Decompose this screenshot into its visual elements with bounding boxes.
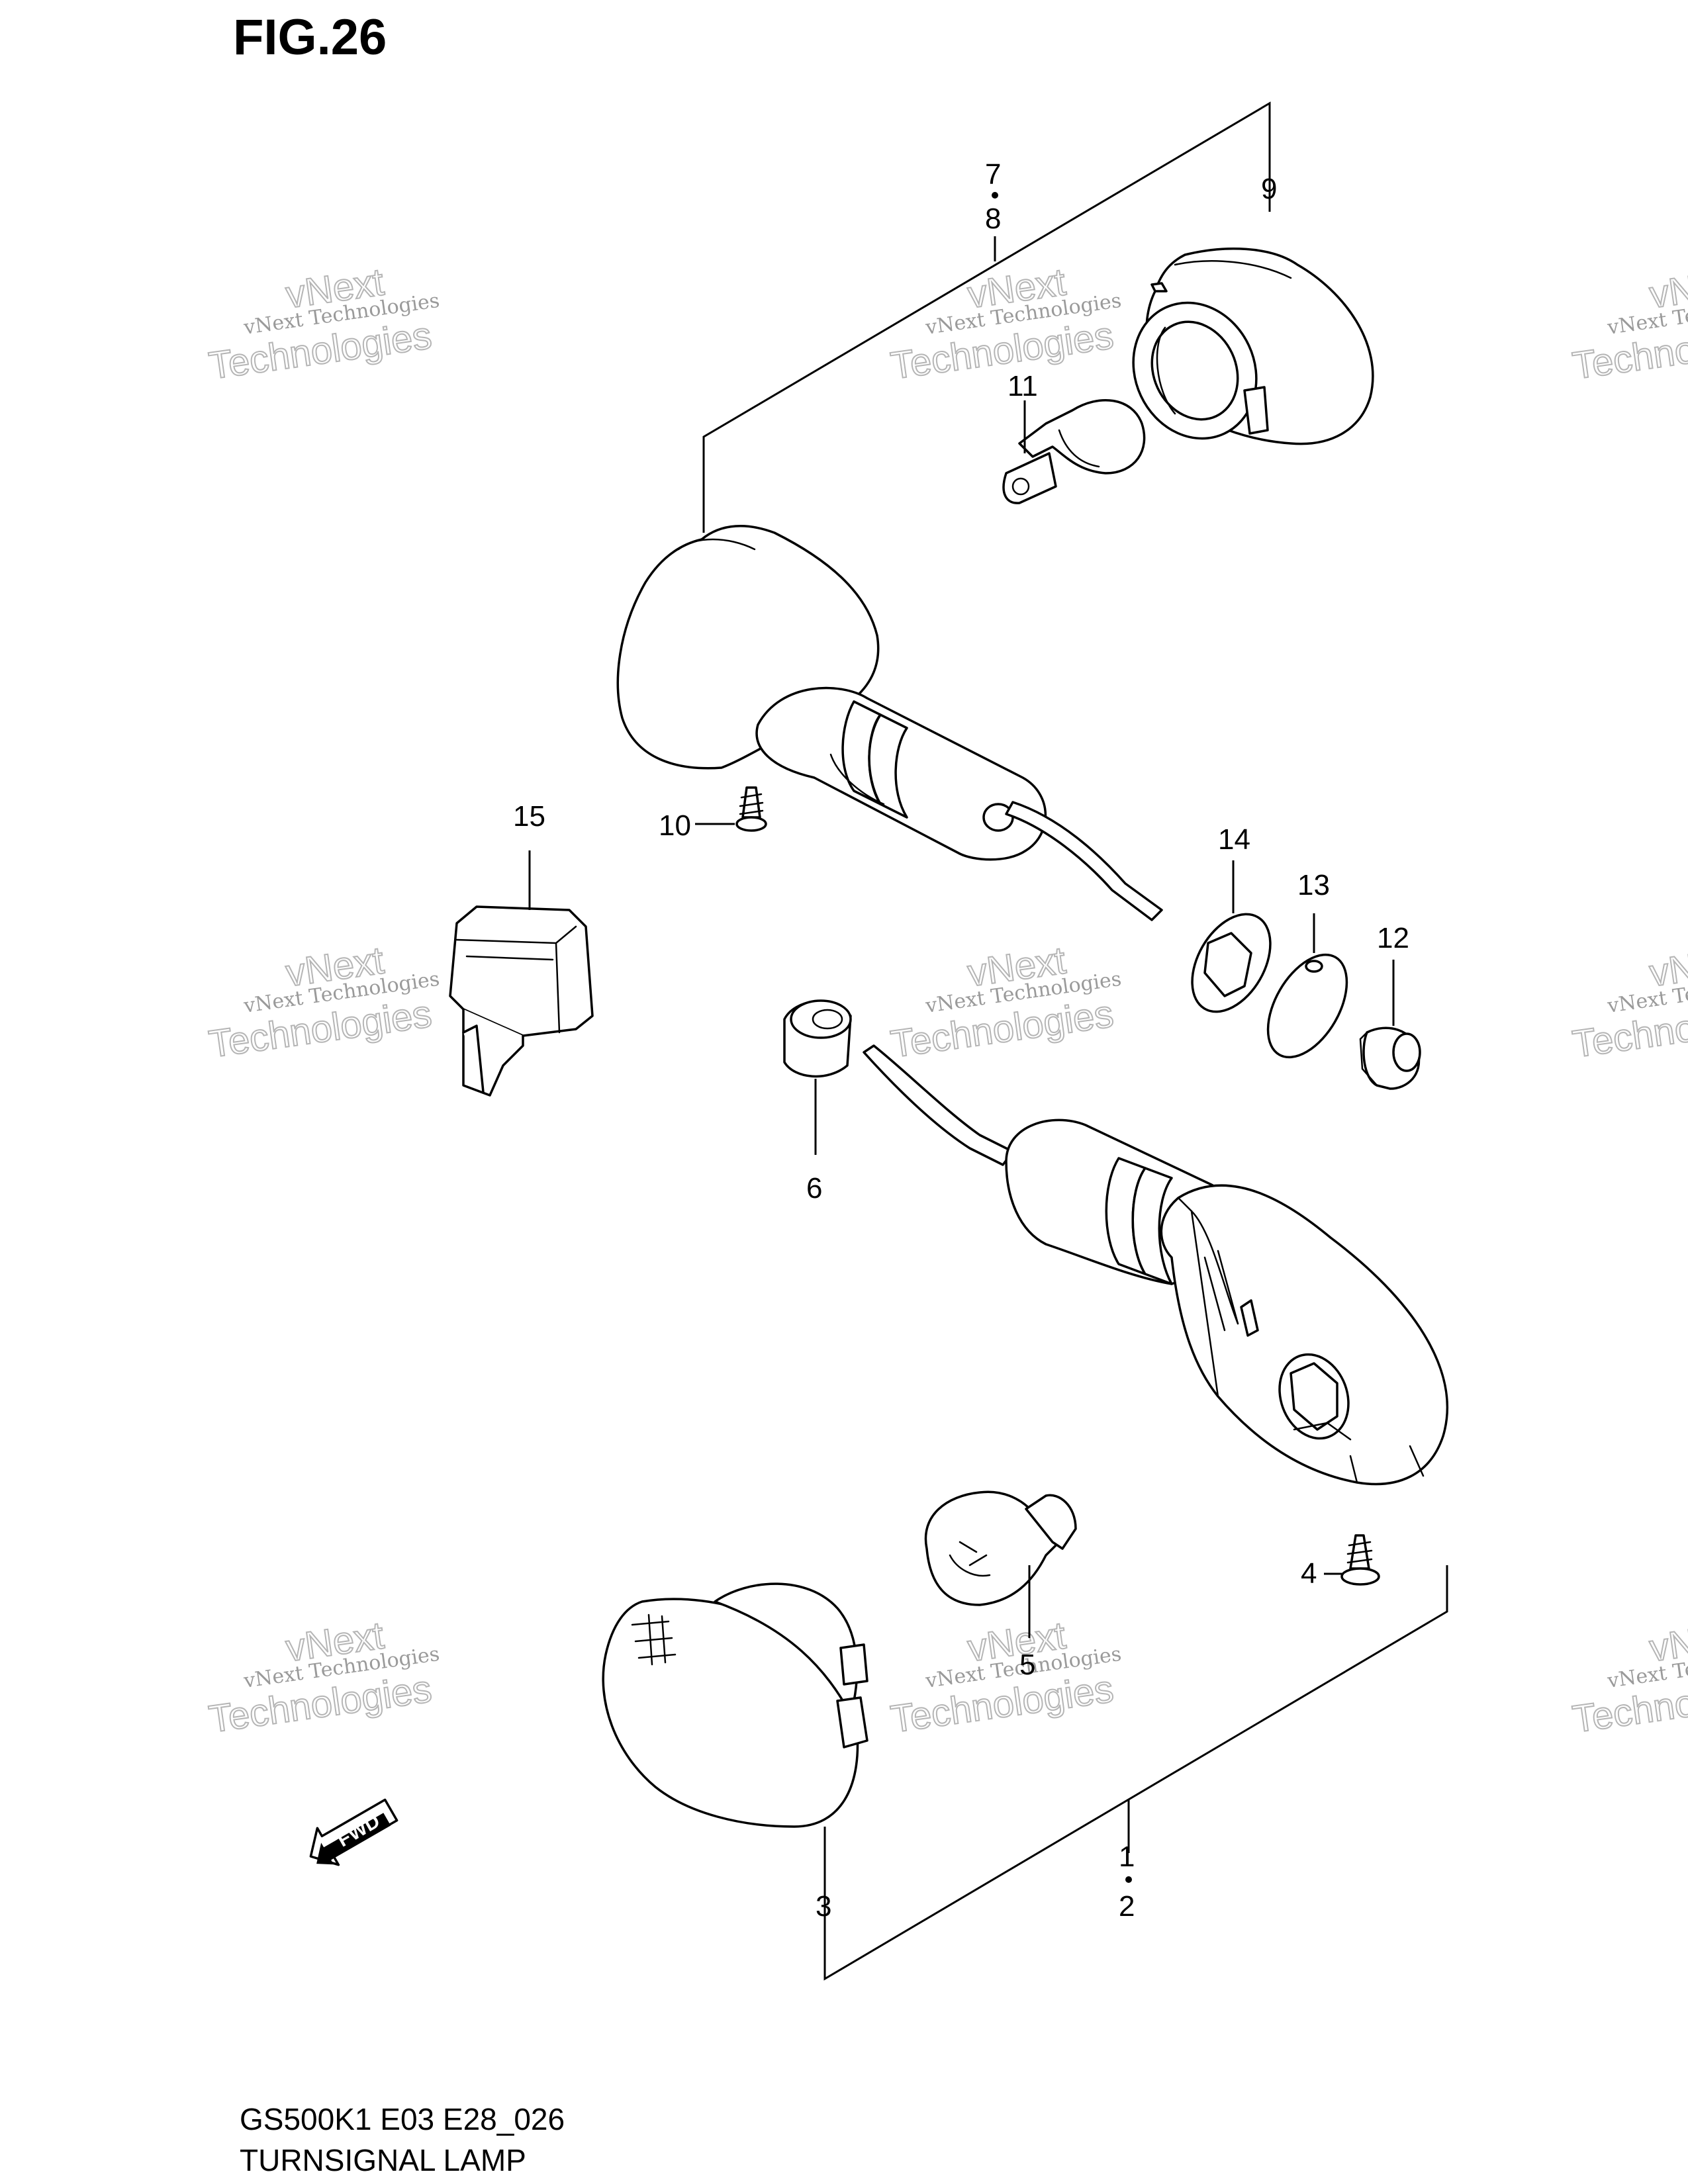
callout-7: 7	[985, 158, 1001, 191]
watermark: vNext Technologies vNext Technologies	[1570, 259, 1688, 388]
callout-14: 14	[1218, 823, 1250, 856]
fwd-direction-arrow: FWD	[309, 1798, 399, 1866]
callout-11: 11	[1008, 370, 1038, 402]
figure-title: FIG.26	[233, 9, 387, 66]
bracket-lower	[823, 1565, 1448, 1981]
watermark: vNext Technologies vNext Technologies	[1570, 938, 1688, 1066]
part-13-washer[interactable]	[1252, 941, 1363, 1070]
figure-caption: TURNSIGNAL LAMP	[240, 2143, 526, 2177]
watermark: vNext Technologies vNext Technologies	[1570, 1613, 1688, 1741]
bracket-upper	[702, 101, 1271, 533]
watermark: vNext Technologies vNext Technologies	[206, 938, 442, 1066]
callout-4: 4	[1301, 1557, 1317, 1590]
part-1-2-turn-signal-rear[interactable]	[863, 1044, 1449, 1486]
part-14-nut[interactable]	[1176, 901, 1287, 1026]
part-11-bulb[interactable]	[1002, 398, 1146, 504]
model-code: GS500K1 E03 E28_026	[240, 2102, 565, 2136]
callout-dot	[992, 192, 998, 199]
watermark: vNext Technologies vNext Technologies	[206, 1613, 442, 1741]
callout-6: 6	[806, 1172, 822, 1205]
callout-3: 3	[816, 1890, 831, 1923]
callout-2: 2	[1119, 1890, 1135, 1923]
part-7-8-turn-signal-front[interactable]	[616, 525, 1163, 921]
part-5-bulb[interactable]	[924, 1490, 1077, 1606]
callout-12: 12	[1377, 922, 1409, 954]
callout-dot	[1125, 1876, 1132, 1883]
callout-15: 15	[513, 800, 545, 833]
callout-8: 8	[985, 203, 1001, 235]
part-12-nut[interactable]	[1359, 1026, 1421, 1090]
callout-13: 13	[1297, 869, 1330, 901]
part-6-grommet[interactable]	[783, 999, 852, 1078]
part-15-relay[interactable]	[449, 905, 594, 1097]
callout-9: 9	[1261, 173, 1277, 205]
part-9-lamp-housing[interactable]	[1111, 248, 1374, 459]
callout-1: 1	[1119, 1841, 1135, 1873]
callout-labels: 7 8 9 11 10 15 14 13 12 6 4 5 1 2 3	[513, 158, 1409, 1923]
callout-10: 10	[659, 809, 691, 842]
part-10-screw[interactable]	[735, 786, 767, 832]
part-4-screw[interactable]	[1340, 1534, 1380, 1586]
watermark: vNext Technologies vNext Technologies	[888, 938, 1123, 1066]
callout-5: 5	[1019, 1649, 1035, 1681]
watermark: vNext Technologies vNext Technologies	[888, 1613, 1123, 1741]
watermark: vNext Technologies vNext Technologies	[206, 259, 442, 388]
part-3-lens[interactable]	[602, 1582, 868, 1828]
watermark: vNext Technologies vNext Technologies	[888, 259, 1123, 388]
